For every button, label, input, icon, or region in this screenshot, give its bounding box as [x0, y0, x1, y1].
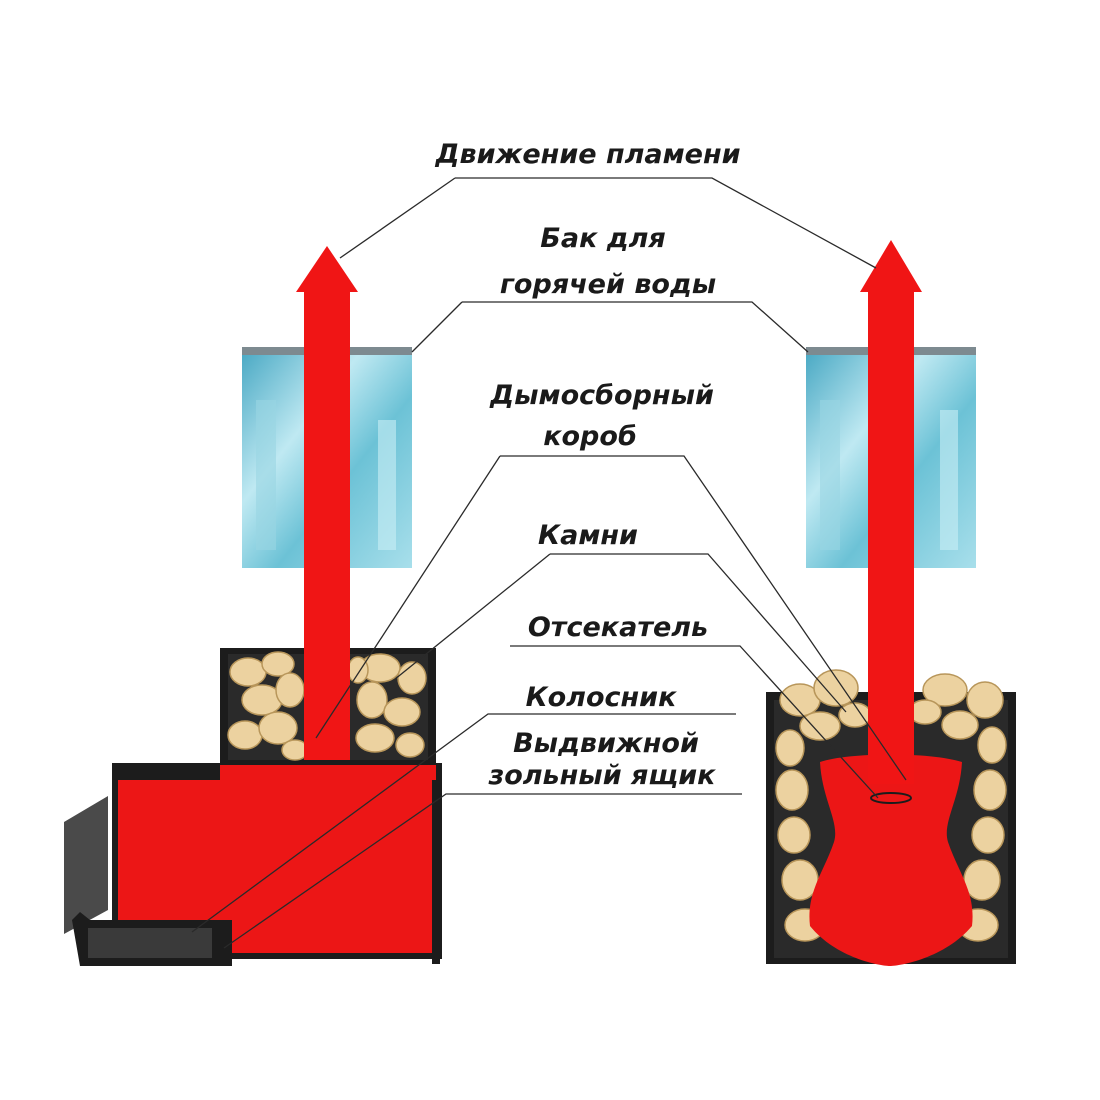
labels: Движение пламени Бак для горячей воды Ды…	[434, 139, 740, 791]
label-cutter: Отсекатель	[528, 612, 708, 643]
label-stones: Камни	[538, 520, 638, 551]
leader-cutter	[510, 645, 879, 799]
leader-flame-left	[339, 177, 456, 259]
leader-tank-right	[462, 301, 809, 353]
flame-arrow-left	[296, 246, 358, 760]
leader-flame-right	[455, 177, 877, 269]
leader-ash-drawer	[223, 793, 742, 949]
leader-lines	[191, 177, 907, 949]
label-smoke-box-line1: Дымосборный	[489, 380, 714, 411]
label-grate: Колосник	[526, 682, 678, 713]
leader-stones-right	[550, 553, 847, 713]
firebox-door	[64, 796, 108, 934]
label-smoke-box-line2: короб	[543, 421, 637, 452]
cutter-plate	[870, 792, 912, 804]
flame-arrow-right	[860, 240, 922, 784]
label-hot-water-tank-line1: Бак для	[540, 223, 665, 254]
side-view-stove	[64, 246, 442, 966]
label-ash-drawer-line1: Выдвижной	[513, 728, 699, 759]
leader-tank-left	[411, 301, 463, 353]
firebox-right	[809, 754, 973, 966]
front-view-stove	[766, 240, 1016, 966]
leader-smoke-left	[315, 455, 501, 739]
leader-stones-left	[383, 553, 551, 689]
label-ash-drawer-line2: зольный ящик	[488, 760, 717, 791]
label-flame-movement: Движение пламени	[434, 139, 740, 170]
leader-grate	[191, 713, 736, 933]
leader-smoke-right	[500, 455, 907, 781]
label-hot-water-tank-line2: горячей воды	[500, 269, 716, 300]
